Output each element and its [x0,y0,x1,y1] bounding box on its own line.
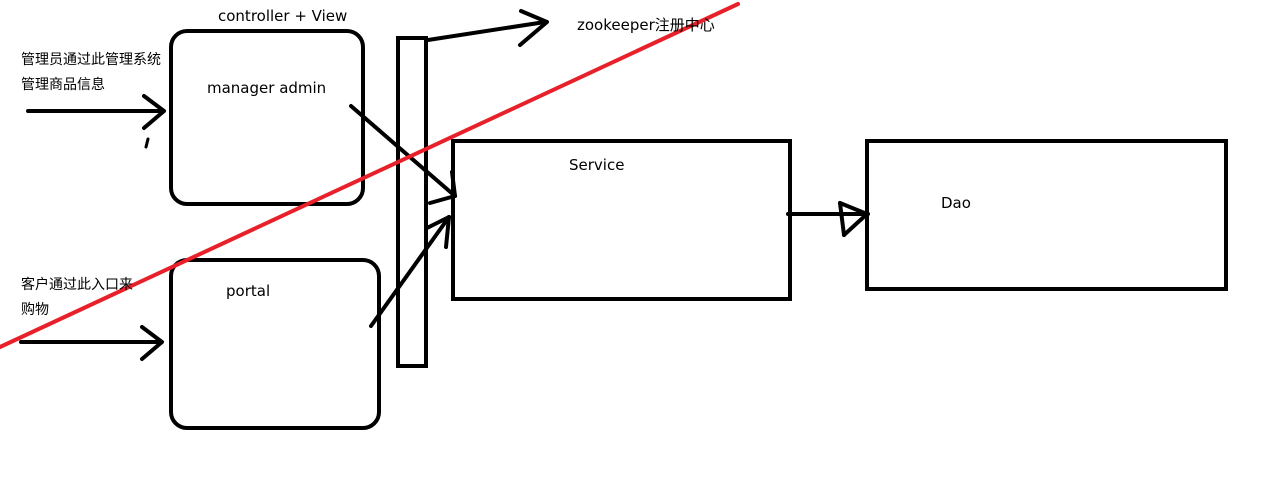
zookeeper-label: zookeeper注册中心 [577,16,715,34]
service-to-dao-arrow [786,201,870,237]
bar-to-zookeeper-arrow [426,9,549,47]
dao-box [865,139,1228,291]
manager-to-service-arrow [349,104,457,205]
portal-to-service-arrow [369,215,451,328]
admin-desc-line-2: 管理商品信息 [21,76,105,93]
dao-label: Dao [941,194,971,212]
gateway-bar [396,36,428,368]
admin-tick-mark [144,137,150,149]
admin-input-arrow [26,94,166,130]
portal-label: portal [226,282,271,300]
controller-view-label: controller + View [218,7,348,25]
admin-description: 管理员通过此管理系统 管理商品信息 [21,48,161,97]
service-box [451,139,792,301]
manager-admin-box [169,29,365,206]
admin-desc-line-1: 管理员通过此管理系统 [21,52,161,68]
customer-input-arrow [19,325,164,361]
red-strike-line [0,2,740,349]
service-label: Service [569,156,625,174]
customer-desc-line-1: 客户通过此入口来 [21,277,133,293]
portal-box [169,258,381,430]
customer-desc-line-2: 购物 [21,301,49,318]
manager-admin-label: manager admin [207,79,327,97]
customer-description: 客户通过此入口来 购物 [21,273,133,322]
